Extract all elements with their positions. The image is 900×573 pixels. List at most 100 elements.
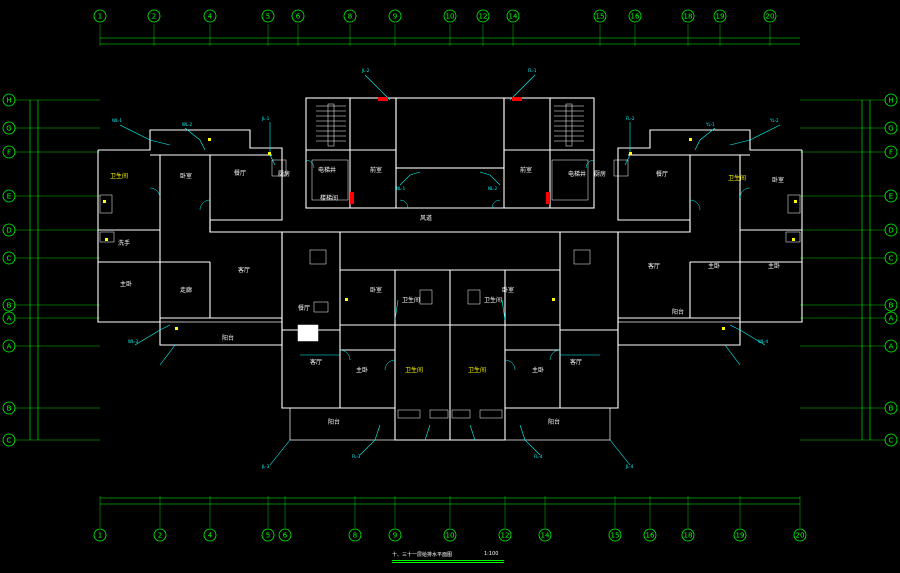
- room-west-dining: 餐厅: [234, 169, 246, 177]
- bottom-axis-bubble-14: [793, 528, 807, 542]
- top-axis-bubble-2: [203, 9, 217, 23]
- pipe-tag-15: FL-4: [534, 454, 543, 459]
- pipe-tag-9: NL-2: [488, 186, 498, 191]
- right-axis-label-8: A: [889, 343, 894, 351]
- room-center-bath-left: 卫生间: [405, 366, 423, 374]
- pipe-tag-6: YL-1: [705, 122, 715, 127]
- right-axis-label-7: A: [889, 315, 894, 323]
- right-axis-label-6: B: [889, 302, 894, 310]
- room-center-master-right: 主卧: [532, 366, 544, 374]
- room-east-master: 主卧: [708, 262, 720, 270]
- pipe-tag-4: FL-1: [528, 68, 537, 73]
- top-axis-bubble-3: [261, 9, 275, 23]
- bottom-axis-label-14: 20: [796, 532, 805, 540]
- room-center-bed-right: 卧室: [502, 286, 514, 294]
- left-axis-label-2: F: [7, 149, 11, 157]
- bottom-axis-bubble-13: [733, 528, 747, 542]
- bottom-axis-label-4: 6: [283, 532, 288, 540]
- top-axis-label-4: 6: [296, 13, 301, 21]
- top-axis-bubble-5: [343, 9, 357, 23]
- pipe-tag-3: JL-2: [361, 68, 370, 73]
- left-axis-label-5: C: [7, 255, 12, 263]
- yellow-markers: [103, 138, 797, 330]
- bottom-axis-bubble-11: [643, 528, 657, 542]
- right-axis-label-10: C: [889, 437, 894, 445]
- bottom-axis-label-10: 15: [611, 532, 620, 540]
- room-core-shaft: 风道: [420, 214, 432, 222]
- right-axis-label-5: C: [889, 255, 894, 263]
- right-axis-bubble-5: [884, 251, 898, 265]
- left-axis-bubble-2: [2, 145, 16, 159]
- title-underline-2: [392, 562, 504, 563]
- right-axis-label-4: D: [888, 227, 893, 235]
- drawing-title: 十、三十一层给排水平面图: [392, 552, 453, 558]
- left-axis-label-3: E: [7, 193, 11, 201]
- room-core-stair-left: 楼梯间: [320, 194, 338, 202]
- left-axis-label-6: B: [7, 302, 12, 310]
- right-axis-bubble-6: [884, 298, 898, 312]
- left-axis-bubble-10: [2, 433, 16, 447]
- room-west-wash: 洗手: [118, 239, 130, 247]
- bottom-axis-bubble-7: [443, 528, 457, 542]
- right-axis-bubble-7: [884, 311, 898, 325]
- right-axis-label-0: H: [888, 97, 893, 105]
- room-center-bath-right: 卫生间: [468, 366, 486, 374]
- pipe-tag-8: NL-1: [396, 186, 406, 191]
- bottom-axis-label-13: 19: [736, 532, 745, 540]
- right-axis-bubble-9: [884, 401, 898, 415]
- horizontal-axis-lines: [14, 99, 886, 441]
- bottom-axis-label-2: 4: [208, 532, 213, 540]
- bottom-axis-label-6: 9: [393, 532, 397, 540]
- bottom-axis-label-0: 1: [98, 532, 102, 540]
- bottom-axis-label-9: 14: [541, 532, 550, 540]
- plumbing-pipes: [119, 74, 781, 466]
- red-risers: [350, 97, 550, 204]
- bottom-axis-label-12: 18: [684, 532, 693, 540]
- room-east-master-2: 主卧: [768, 262, 780, 270]
- room-center-toilet-right: 卫生间: [484, 296, 502, 304]
- bottom-axis-bubble-5: [348, 528, 362, 542]
- right-axis-bubble-1: [884, 121, 898, 135]
- top-axis-bubble-1: [147, 9, 161, 23]
- bottom-axis-bubble-9: [538, 528, 552, 542]
- bottom-axis-bubble-3: [261, 528, 275, 542]
- top-axis-bubble-8: [476, 9, 490, 23]
- room-east-kitchen: 厨房: [594, 170, 606, 178]
- right-axis-bubble-4: [884, 223, 898, 237]
- top-axis-label-9: 14: [509, 13, 518, 21]
- drawing-scale: 1:100: [484, 551, 499, 557]
- building-walls: [97, 97, 803, 441]
- bottom-axis-bubble-0: [93, 528, 107, 542]
- pipe-tag-0: WL-1: [112, 118, 123, 123]
- top-axis-label-3: 5: [266, 13, 270, 21]
- right-axis-label-3: E: [889, 193, 893, 201]
- right-axis-bubble-2: [884, 145, 898, 159]
- room-labels: 卫生间 卧室 餐厅 洗手 主卧 走廊 客厅 阳台 厨房 电梯井 前室 楼梯间 风…: [110, 166, 784, 426]
- top-axis-label-0: 1: [98, 13, 102, 21]
- top-axis-label-8: 12: [479, 13, 488, 21]
- sanitary-fixtures: [99, 159, 801, 419]
- vertical-axis-lines: [99, 24, 801, 528]
- room-center-balcony-right: 阳台: [548, 418, 560, 426]
- left-axis-bubble-7: [2, 311, 16, 325]
- right-axis-label-2: F: [889, 149, 893, 157]
- top-axis-label-7: 10: [446, 13, 455, 21]
- room-center-living-left: 客厅: [310, 358, 322, 366]
- bottom-axis-label-5: 8: [353, 532, 357, 540]
- pipe-tag-7: YL-2: [769, 118, 779, 123]
- top-axis-bubble-14: [763, 9, 777, 23]
- room-east-bedroom: 卧室: [772, 176, 784, 184]
- bottom-axis-label-1: 2: [158, 532, 162, 540]
- pipe-tag-2: JL-1: [261, 116, 270, 121]
- top-axis-bubble-7: [443, 9, 457, 23]
- pipe-tag-12: JL-3: [261, 464, 270, 469]
- right-axis-bubble-8: [884, 339, 898, 353]
- left-axis-bubble-3: [2, 189, 16, 203]
- top-axis-label-13: 19: [716, 13, 725, 21]
- bottom-axis-bubble-8: [498, 528, 512, 542]
- left-axis-label-4: D: [6, 227, 11, 235]
